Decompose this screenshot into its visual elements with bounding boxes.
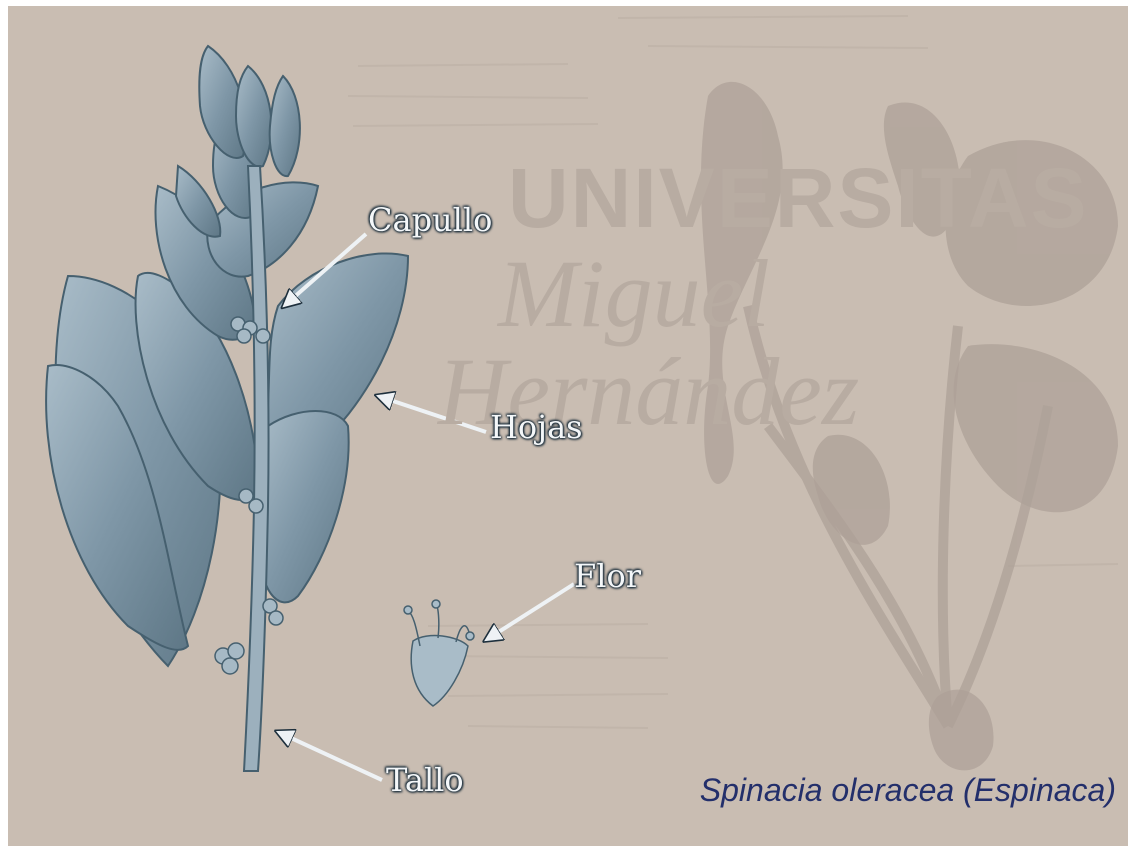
diagram-canvas: UNIVERSITAS Miguel Hernández Capullo Hoj… — [8, 6, 1128, 846]
single-flower-illustration — [404, 600, 474, 706]
arrow-tallo — [278, 732, 382, 780]
arrow-flor — [486, 584, 574, 640]
watermark-miguel: Miguel — [498, 246, 770, 342]
watermark-universitas: UNIVERSITAS — [508, 156, 1089, 240]
label-hojas: Hojas — [490, 411, 583, 443]
label-tallo: Tallo — [386, 764, 464, 796]
label-flor: Flor — [574, 560, 641, 592]
label-capullo: Capullo — [368, 204, 492, 236]
species-caption: Spinacia oleracea (Espinaca) — [700, 772, 1116, 809]
spinach-plant-illustration — [46, 46, 408, 666]
